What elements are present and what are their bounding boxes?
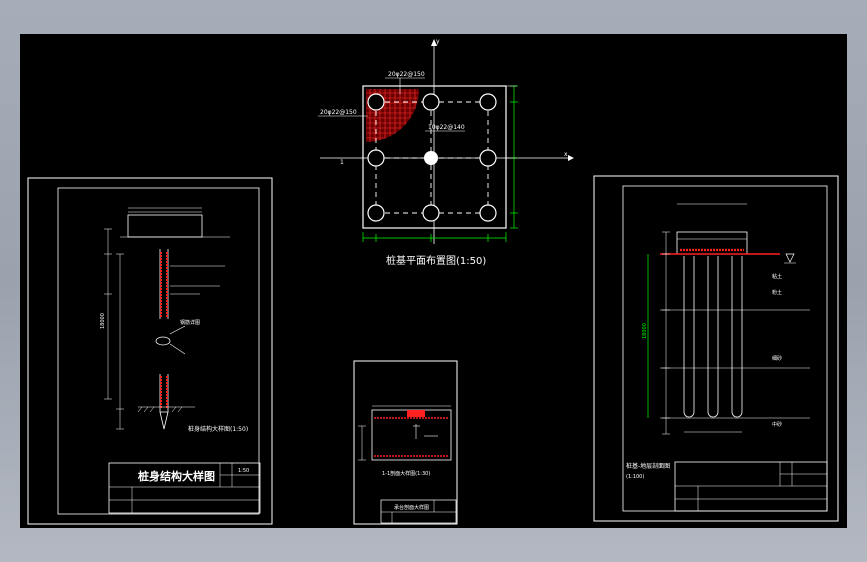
soil-layer-4: 中砂 [772,421,782,428]
rebar-label-center: 10φ22@140 [428,124,465,131]
total-length-label-left: 18000 [100,313,106,329]
rebar-label-left: 20φ22@150 [320,109,357,116]
cap-section-sheet: 1-1剖面大样图(1:30) 承台剖面大样图 [353,360,458,525]
cad-drawing: x y 1 20φ22@150 20φ22@150 [27,38,839,525]
pile-section-label: 桩身结构大样图(1:50) [188,425,248,433]
axis-mark: 1 [340,159,344,166]
cap-section-label: 1-1剖面大样图(1:30) [382,470,430,477]
detail-note: 钢筋详图 [180,319,200,326]
axis-y-label: y [436,38,440,45]
pile-cap-plan-title: 桩基平面布置图(1:50) [386,254,486,267]
cap-section-title-block-title: 承台剖面大样图 [394,504,429,511]
center-column [424,151,438,165]
soil-layer-1: 粘土 [772,273,782,280]
cad-drawing-canvas[interactable]: x y 1 20φ22@150 20φ22@150 [20,34,847,528]
geology-section-label: 桩基-地层剖面图 [626,462,670,470]
soil-layer-3: 细砂 [772,355,782,362]
pile-circles [367,93,497,222]
pile-detail-sheet: 钢筋详图 18000 桩身结构大样图(1:50) 桩身结构大样图 1:50 [27,177,273,525]
pile-detail-scale: 1:50 [238,468,249,474]
pile-cap-plan: x y 1 20φ22@150 20φ22@150 [318,38,574,267]
geology-section-scale: (1:100) [626,474,644,480]
geology-section-sheet: 18000 粘土 粉土 细砂 中砂 桩基-地层剖面图 (1:100) [593,175,839,522]
axis-x-label: x [564,151,568,158]
pile-detail-title-block-title: 桩身结构大样图 [138,469,215,483]
total-length-label-right: 18000 [642,323,648,339]
soil-layer-2: 粉土 [772,289,782,296]
rebar-label-top: 20φ22@150 [388,71,425,78]
